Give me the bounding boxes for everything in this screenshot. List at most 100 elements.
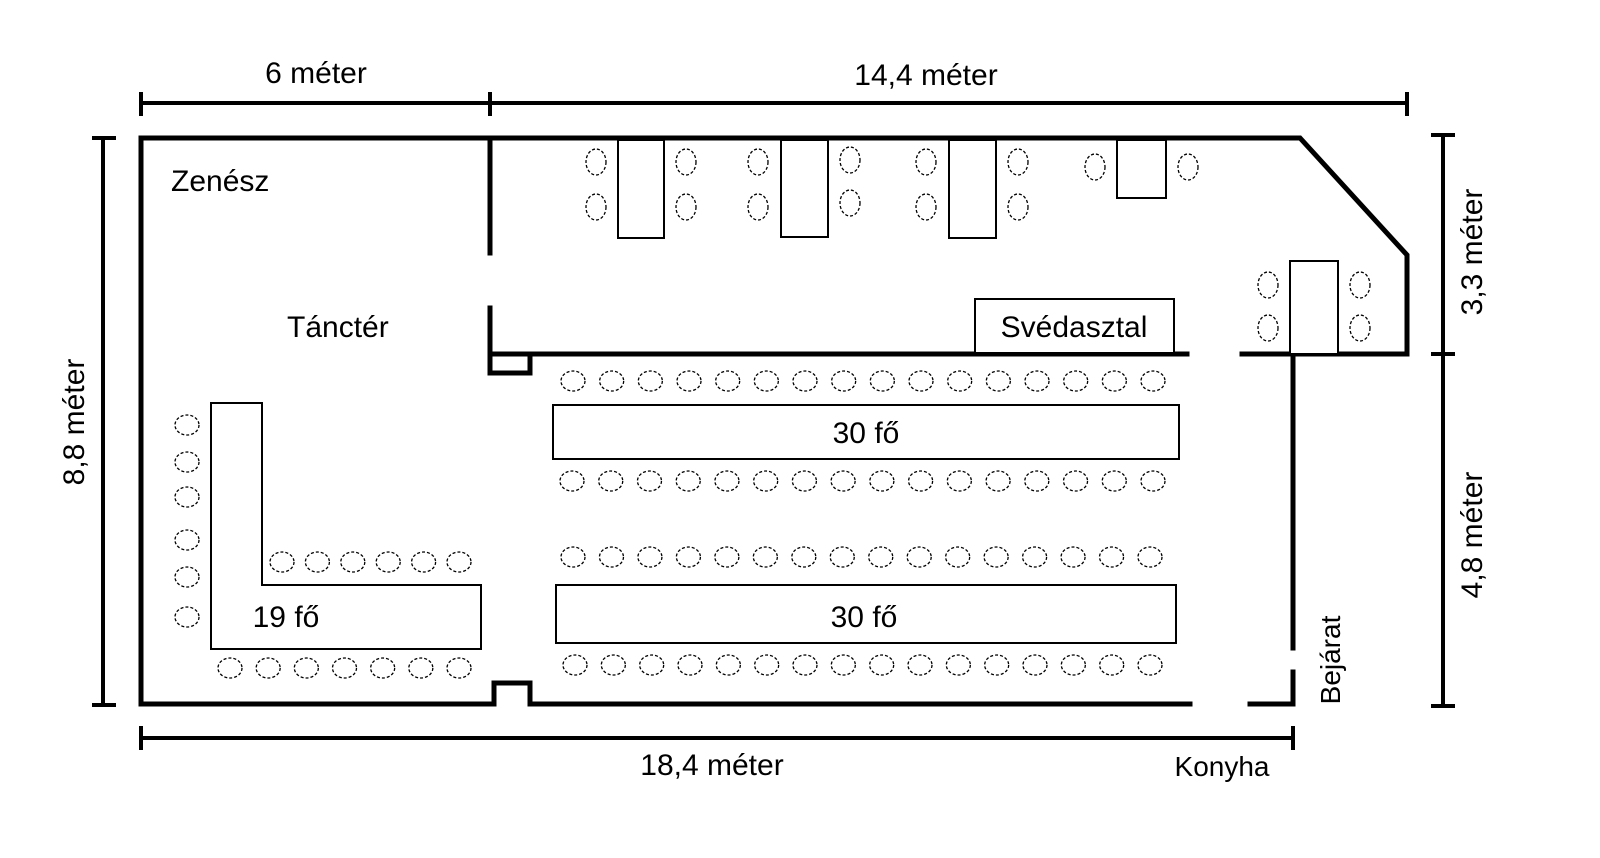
dim-top-right: 14,4 méter — [854, 59, 997, 92]
chair-icon — [1007, 148, 1029, 176]
chair-icon — [174, 451, 200, 473]
chair-icon — [1349, 271, 1371, 299]
dim-bottom: 18,4 méter — [640, 749, 783, 782]
chair-icon — [1137, 654, 1163, 676]
chair-icon — [1063, 370, 1089, 392]
chair-icon — [908, 370, 934, 392]
chair-icon — [598, 546, 625, 568]
chair-icon — [562, 654, 588, 676]
chair-icon — [915, 193, 937, 221]
chair-icon — [1177, 153, 1199, 181]
label-buffet: Svédasztal — [1001, 311, 1148, 344]
chair-icon — [869, 470, 895, 492]
chair-icon — [753, 470, 779, 492]
chair-icon — [945, 546, 971, 568]
chair-icon — [293, 657, 319, 679]
chair-icon — [675, 546, 702, 568]
chair-icon — [410, 551, 437, 573]
chair-icon — [907, 654, 933, 676]
small-table — [617, 139, 665, 239]
chair-icon — [907, 470, 934, 492]
chairs — [174, 146, 1371, 679]
chair-icon — [1062, 470, 1089, 492]
tables — [210, 139, 1339, 650]
chair-icon — [831, 370, 857, 392]
chair-icon — [1349, 314, 1371, 342]
chair-icon — [446, 657, 472, 679]
dim-top-left: 6 méter — [265, 57, 367, 90]
label-table-1: 30 fő — [833, 417, 900, 450]
chair-icon — [1099, 654, 1125, 676]
chair-icon — [269, 551, 295, 573]
chair-icon — [792, 654, 818, 676]
chair-icon — [839, 146, 861, 174]
chair-icon — [637, 370, 663, 392]
chair-icon — [340, 551, 366, 573]
chair-icon — [869, 654, 895, 676]
chair-icon — [370, 657, 396, 679]
label-entrance: Bejárat — [1315, 615, 1346, 704]
chair-icon — [829, 546, 855, 568]
chair-icon — [1101, 370, 1127, 392]
chair-icon — [1024, 370, 1050, 392]
chair-icon — [753, 370, 779, 392]
chair-icon — [1257, 314, 1279, 342]
chair-icon — [984, 654, 1010, 676]
chair-icon — [600, 654, 626, 676]
chair-icon — [869, 370, 895, 392]
chair-icon — [1101, 470, 1127, 492]
small-table — [1116, 139, 1167, 199]
chair-icon — [983, 546, 1009, 568]
chair-icon — [636, 470, 663, 492]
chair-icon — [1098, 546, 1125, 568]
chair-icon — [1257, 271, 1279, 299]
chair-icon — [839, 189, 861, 217]
buffet-table — [974, 298, 1175, 354]
chair-icon — [599, 370, 625, 392]
chair-icon — [1060, 654, 1086, 676]
chair-icon — [792, 370, 818, 392]
chair-icon — [747, 148, 769, 176]
chair-icon — [585, 148, 607, 176]
long-table-2 — [555, 584, 1177, 644]
label-dance-floor: Tánctér — [287, 311, 389, 344]
chair-icon — [375, 551, 401, 573]
chair-icon — [676, 370, 702, 392]
chair-icon — [1022, 654, 1048, 676]
chair-icon — [559, 470, 585, 492]
chair-icon — [1007, 193, 1029, 221]
small-table — [1289, 260, 1339, 355]
chair-icon — [1137, 546, 1163, 568]
chair-icon — [675, 470, 701, 492]
dim-right-bottom: 4,8 méter — [1456, 472, 1489, 599]
long-table-1 — [552, 404, 1180, 460]
label-musician: Zenész — [171, 165, 269, 198]
chair-icon — [639, 654, 665, 676]
chair-icon — [637, 546, 663, 568]
chair-icon — [985, 470, 1011, 492]
chair-icon — [868, 546, 894, 568]
chair-icon — [174, 566, 200, 588]
chair-icon — [598, 470, 624, 492]
small-table — [948, 139, 997, 239]
chair-icon — [945, 654, 971, 676]
chair-icon — [830, 470, 856, 492]
chair-icon — [715, 370, 741, 392]
chair-icon — [791, 546, 817, 568]
chair-icon — [675, 148, 697, 176]
chair-icon — [947, 370, 973, 392]
chair-icon — [754, 654, 780, 676]
chair-icon — [174, 414, 200, 436]
chair-icon — [585, 193, 607, 221]
l-table — [210, 402, 482, 650]
label-kitchen: Konyha — [1175, 751, 1270, 782]
chair-icon — [1021, 546, 1048, 568]
chair-icon — [752, 546, 778, 568]
chair-icon — [714, 546, 740, 568]
chair-icon — [217, 657, 243, 679]
chair-icon — [946, 470, 972, 492]
chair-icon — [1084, 153, 1106, 181]
chair-icon — [560, 546, 586, 568]
dim-right-top: 3,3 méter — [1456, 189, 1489, 316]
